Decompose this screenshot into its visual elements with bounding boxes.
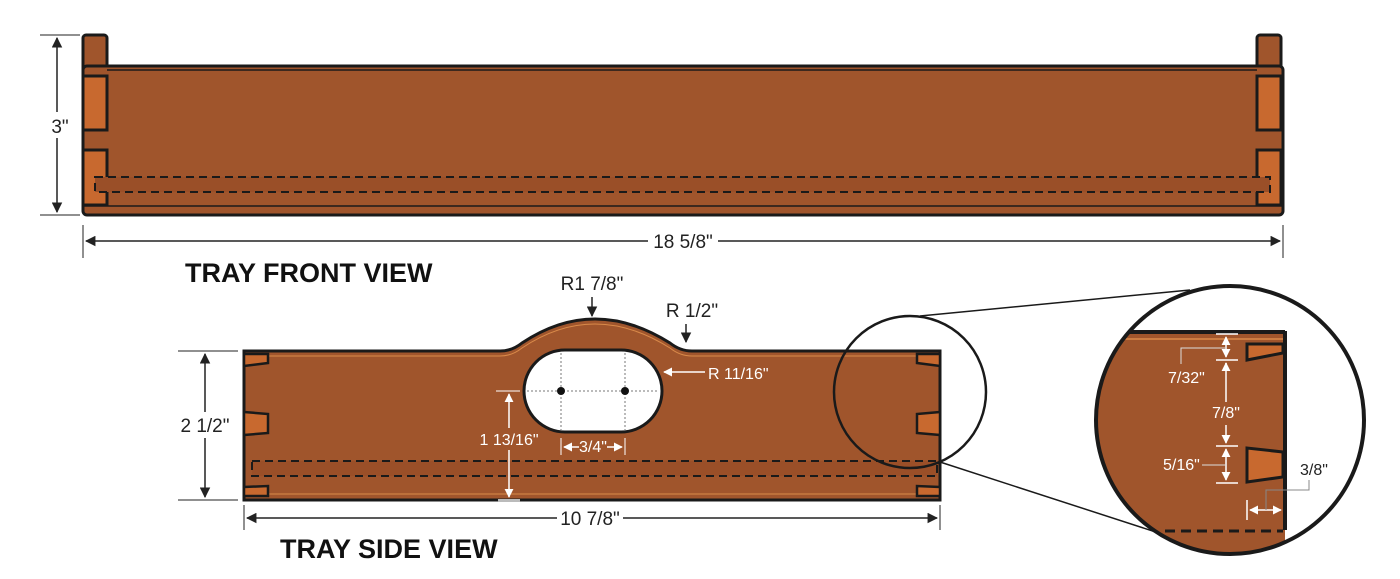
slot — [242, 352, 270, 368]
hole-height-label: 1 13/16" — [479, 432, 538, 449]
hole-radius-label: R 11/16" — [708, 366, 769, 383]
top-offset-label: 7/32" — [1168, 370, 1205, 387]
side-view-title: TRAY SIDE VIEW — [280, 534, 498, 564]
slot — [915, 484, 942, 498]
left-joint-top — [81, 74, 109, 132]
detail-circle — [1094, 284, 1366, 556]
detail-slot-bottom — [1245, 446, 1285, 484]
slot-spacing-label: 7/8" — [1212, 405, 1240, 422]
side-view: R1 7/8" R 1/2" R 11/16" 1 13/16" 3/4" 2 … — [178, 274, 1191, 564]
slot — [915, 410, 942, 437]
slot-height-label: 5/16" — [1163, 457, 1200, 474]
bottom-groove — [94, 176, 1271, 193]
slot — [242, 484, 270, 498]
right-joint-top — [1255, 74, 1283, 132]
front-view: 3" 18 5/8" TRAY FRONT VIEW — [40, 33, 1285, 288]
detail-slot-top — [1245, 342, 1285, 362]
fillet-radius-label: R 1/2" — [666, 301, 718, 322]
slot — [915, 352, 942, 368]
front-view-title: TRAY FRONT VIEW — [185, 258, 433, 288]
front-width-label: 18 5/8" — [653, 232, 713, 253]
side-width-label: 10 7/8" — [560, 509, 620, 530]
side-groove — [251, 460, 938, 477]
bump-radius-label: R1 7/8" — [561, 274, 624, 295]
slot — [242, 410, 270, 437]
detail-view: 7/32" 7/8" 5/16" 3/8" — [1094, 284, 1366, 556]
hole-spacing-label: 3/4" — [579, 439, 607, 456]
slot-depth-label: 3/8" — [1300, 462, 1328, 479]
detail-callout-circle — [832, 314, 988, 470]
side-height-label: 2 1/2" — [180, 416, 229, 437]
front-height-label: 3" — [51, 117, 68, 138]
